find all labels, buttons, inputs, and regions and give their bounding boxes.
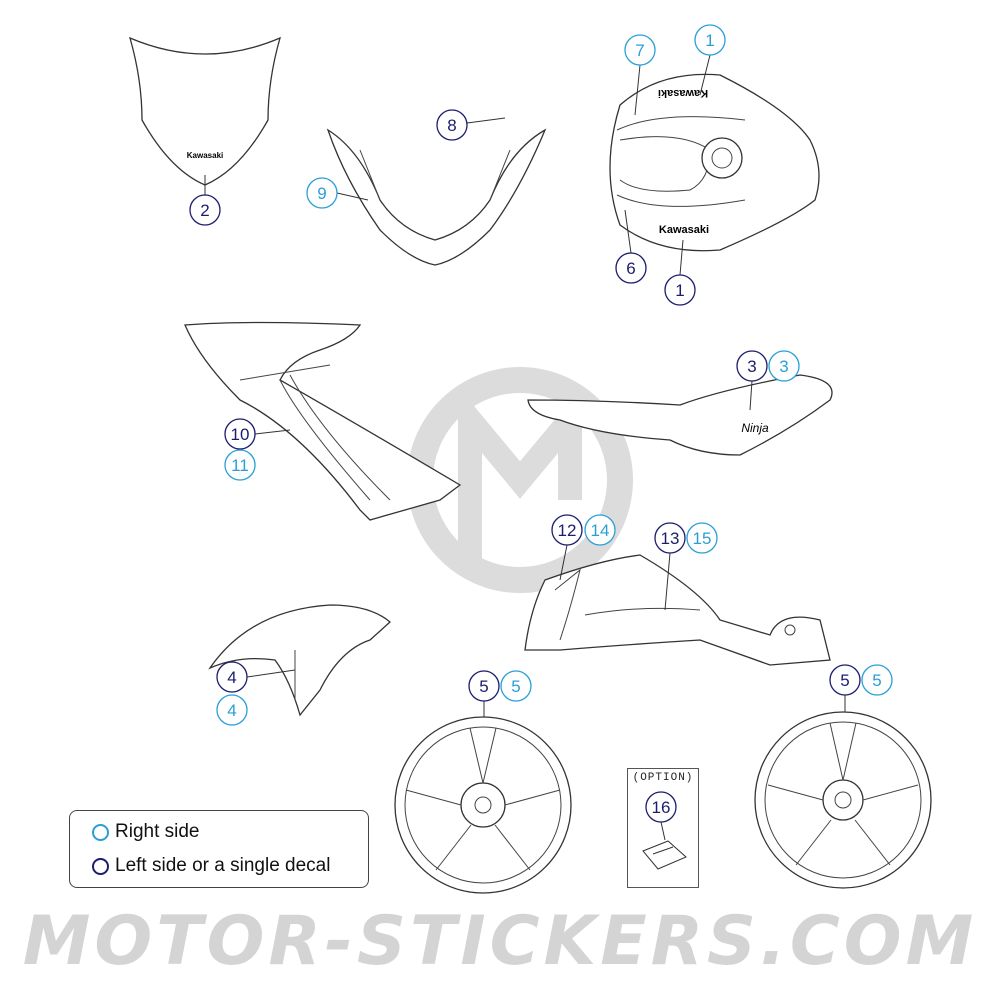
option-box: (OPTION)	[627, 768, 699, 888]
callout-16-left: 16	[645, 791, 677, 823]
callout-1-right: 1	[694, 24, 726, 56]
callout-circle	[736, 350, 768, 382]
legend-right-side: Right side	[92, 821, 200, 843]
callout-number: 13	[661, 529, 680, 548]
option-label: (OPTION)	[632, 772, 694, 784]
callout-5-left: 5	[829, 664, 861, 696]
callout-3-right: 3	[768, 350, 800, 382]
callout-circle	[664, 274, 696, 306]
callout-number: 5	[479, 677, 488, 696]
rear-wheel-part	[754, 711, 932, 889]
front-wheel-part	[394, 716, 572, 894]
tail-cowl-part: Ninja	[527, 374, 833, 456]
callout-number: 12	[558, 521, 577, 540]
callout-14-right: 14	[584, 514, 616, 546]
callout-circle	[829, 664, 861, 696]
leader-lines	[204, 54, 846, 841]
callout-4-left: 4	[216, 661, 248, 693]
callout-4-right: 4	[216, 694, 248, 726]
callout-5-left: 5	[468, 670, 500, 702]
callout-12-left: 12	[551, 514, 583, 546]
callout-circle	[645, 791, 677, 823]
callout-8-left: 8	[436, 109, 468, 141]
callout-13-left: 13	[654, 522, 686, 554]
callout-number: 5	[872, 671, 881, 690]
callout-number: 7	[635, 41, 644, 60]
callout-circle	[224, 418, 256, 450]
callout-number: 15	[693, 529, 712, 548]
callout-number: 16	[652, 798, 671, 817]
callout-circle	[624, 34, 656, 66]
callout-6-left: 6	[615, 252, 647, 284]
callout-number: 2	[200, 201, 209, 220]
callout-circle	[694, 24, 726, 56]
windscreen-brand: Kawasaki	[187, 151, 223, 160]
tail-brand: Ninja	[741, 421, 769, 435]
callout-circle	[686, 522, 718, 554]
tank-brand-top: Kawasaki	[658, 87, 708, 99]
callout-number: 14	[591, 521, 610, 540]
callout-9-right: 9	[306, 177, 338, 209]
fuel-tank-part: Kawasaki Kawasaki	[609, 73, 820, 252]
legend-left-label: Left side or a single decal	[115, 855, 331, 876]
callout-7-right: 7	[624, 34, 656, 66]
callout-number: 1	[675, 281, 684, 300]
callout-circle	[768, 350, 800, 382]
legend-left-side: Left side or a single decal	[92, 855, 330, 877]
callout-2-left: 2	[189, 194, 221, 226]
front-cowl-part	[326, 128, 547, 266]
callout-number: 5	[511, 677, 520, 696]
callout-number: 3	[747, 357, 756, 376]
callout-circle	[615, 252, 647, 284]
option-decal-drawing	[642, 840, 687, 870]
callout-1-left: 1	[664, 274, 696, 306]
callout-circle	[500, 670, 532, 702]
callout-circle	[216, 661, 248, 693]
callout-circle	[654, 522, 686, 554]
callout-number: 6	[626, 259, 635, 278]
legend-right-label: Right side	[115, 821, 200, 842]
callout-number: 1	[705, 31, 714, 50]
callout-10-left: 10	[224, 418, 256, 450]
right-side-circle-icon	[92, 823, 109, 841]
callout-circle	[551, 514, 583, 546]
callout-circle	[216, 694, 248, 726]
callout-circle	[306, 177, 338, 209]
callout-circle	[861, 664, 893, 696]
callout-number: 10	[231, 425, 250, 444]
callout-3-left: 3	[736, 350, 768, 382]
front-fender-part	[208, 604, 391, 717]
callout-circle	[584, 514, 616, 546]
callout-5-right: 5	[500, 670, 532, 702]
watermark-text: MOTOR-STICKERS.COM	[22, 902, 978, 981]
callout-circle	[224, 449, 256, 481]
side-fairing-part	[184, 321, 462, 521]
windscreen-part: Kawasaki	[129, 36, 281, 186]
tank-brand-bottom: Kawasaki	[659, 224, 709, 236]
callout-circle	[436, 109, 468, 141]
callout-number: 5	[840, 671, 849, 690]
legend: Right side Left side or a single decal	[69, 810, 369, 888]
callout-circle	[189, 194, 221, 226]
callout-number: 11	[231, 456, 249, 475]
callout-number: 4	[227, 668, 236, 687]
lower-cowl-part	[524, 554, 831, 666]
left-side-circle-icon	[92, 857, 109, 875]
callout-number: 8	[447, 116, 456, 135]
callout-number: 3	[779, 357, 788, 376]
callout-circle	[468, 670, 500, 702]
callout-11-right: 11	[224, 449, 256, 481]
callout-number: 9	[317, 184, 326, 203]
callout-number: 4	[227, 701, 236, 720]
callout-5-right: 5	[861, 664, 893, 696]
callout-15-right: 15	[686, 522, 718, 554]
